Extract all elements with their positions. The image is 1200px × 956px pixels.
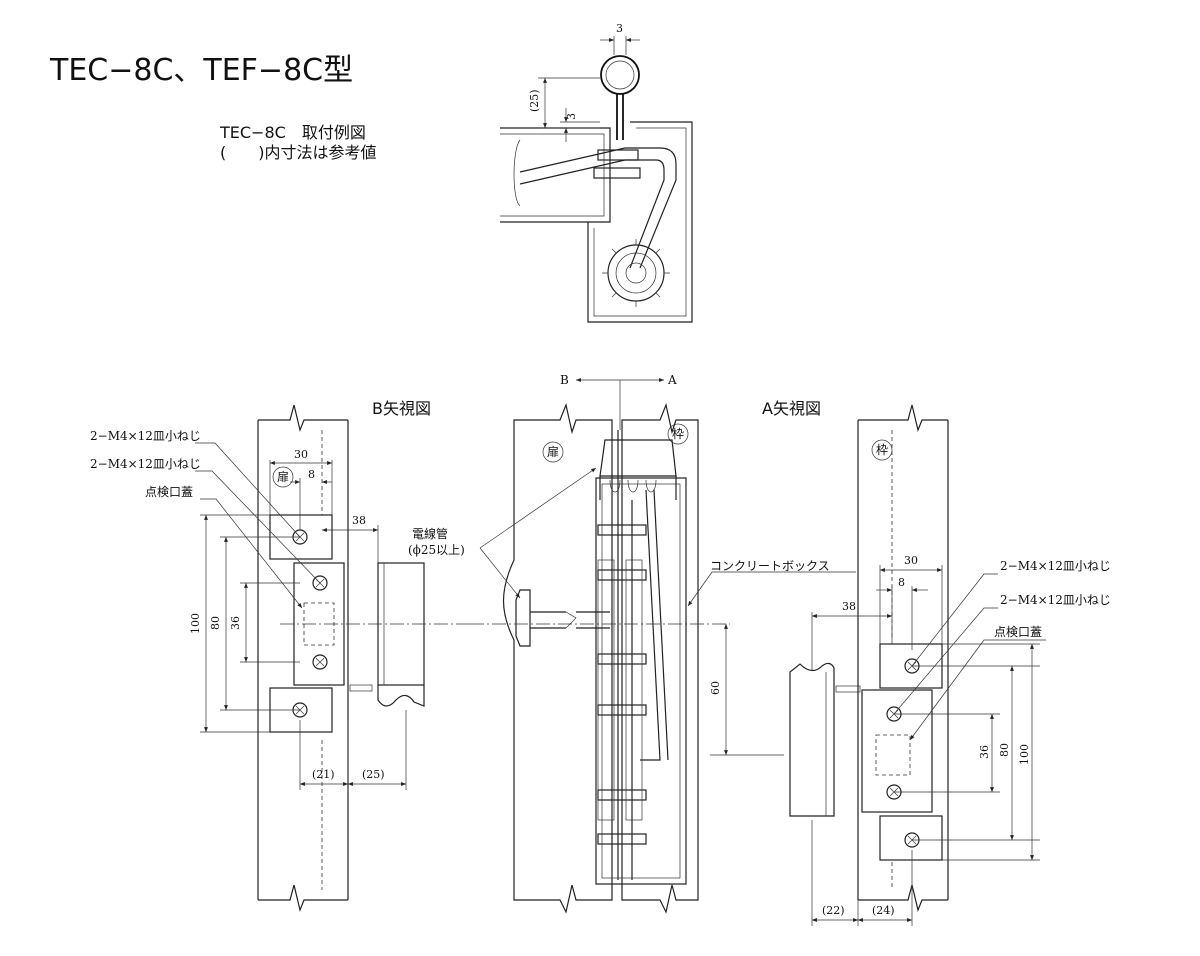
b-lid-label: 点検口蓋 <box>145 485 193 499</box>
page-title: TEC−8C、TEF−8C型 <box>49 53 353 88</box>
conduit-size-label: (ϕ25以上) <box>408 543 465 557</box>
mid-door-label: 扉 <box>547 445 559 459</box>
b-dim-80: 80 <box>209 616 222 630</box>
pull-ring <box>600 55 640 95</box>
b-dim-30: 30 <box>294 448 308 461</box>
concrete-box <box>595 477 687 885</box>
a-dim-38: 38 <box>842 600 856 613</box>
a-lid-label: 点検口蓋 <box>994 625 1042 639</box>
a-dim-80: 80 <box>998 743 1011 757</box>
concrete-box-label: コンクリートボックス <box>710 559 830 573</box>
reference-note: ( )内寸法は参考値 <box>220 143 377 162</box>
a-dim-100: 100 <box>1018 744 1031 765</box>
arrow-a-label: A <box>667 373 677 387</box>
install-example-label: TEC−8C 取付例図 <box>219 123 366 142</box>
frame-slab <box>621 402 699 914</box>
dim-top-25: (25) <box>528 89 541 112</box>
b-screw-label-2: 2−M4×12皿小ねじ <box>90 457 201 471</box>
middle-section: B A 扉 枠 <box>408 373 856 914</box>
a-dim-22: (22) <box>822 904 845 917</box>
top-install-example: 3 (25) 3 <box>500 22 693 323</box>
a-dim-24: (24) <box>872 904 895 917</box>
dim-top-3a: 3 <box>616 22 623 35</box>
b-screw-icon-3 <box>312 654 328 670</box>
conduit-label: 電線管 <box>412 526 448 541</box>
b-dim-38: 38 <box>352 514 366 527</box>
b-dim-8: 8 <box>308 468 315 481</box>
b-dim-36: 36 <box>229 616 242 630</box>
a-view-title: A矢視図 <box>762 399 821 418</box>
dim-top-3b: 3 <box>565 113 578 120</box>
a-screw-label-2: 2−M4×12皿小ねじ <box>1000 593 1111 607</box>
b-dim-21: (21) <box>312 768 335 781</box>
a-view: A矢視図 枠 2−M4×12皿小ねじ 2−M4×12皿小ねじ 点検口蓋 30 <box>762 399 1111 926</box>
a-dim-30: 30 <box>904 554 918 567</box>
a-sleeve <box>789 662 835 817</box>
a-lower-plate <box>879 815 943 861</box>
a-dim-36: 36 <box>978 745 991 759</box>
a-frame-label: 枠 <box>876 443 888 457</box>
b-door-label: 扉 <box>277 470 289 484</box>
mid-dim-60: 60 <box>709 681 722 695</box>
a-screw-label-1: 2−M4×12皿小ねじ <box>1000 559 1111 573</box>
b-screw-label-1: 2−M4×12皿小ねじ <box>90 429 201 443</box>
frame-section <box>587 121 693 323</box>
door-slab <box>502 402 613 914</box>
a-dim-8: 8 <box>898 576 905 589</box>
b-view-title: B矢視図 <box>372 399 431 418</box>
b-dim-25: (25) <box>362 768 385 781</box>
b-view: B矢視図 扉 2−M4×12皿小ねじ 2−M4×12皿小ねじ 点検口蓋 <box>90 399 470 912</box>
arrow-b-label: B <box>560 373 569 387</box>
mid-frame-label: 枠 <box>672 427 684 441</box>
b-dim-100: 100 <box>189 613 202 634</box>
